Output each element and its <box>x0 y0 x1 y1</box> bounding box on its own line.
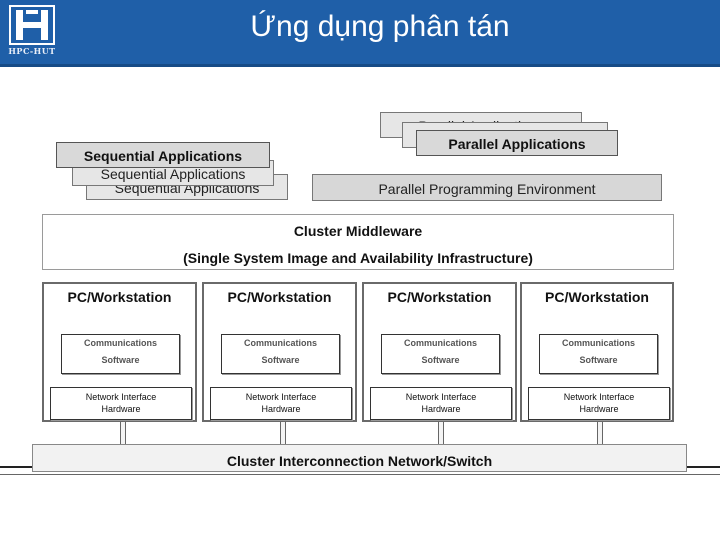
workstation-title: PC/Workstation <box>227 289 332 305</box>
parallel-app-box-1: Parallel Applications <box>416 130 618 156</box>
middleware-title: Cluster Middleware <box>293 223 423 239</box>
parallel-env-box: Parallel Programming Environment <box>312 174 662 201</box>
comm-line2: Software <box>421 355 460 365</box>
connector-1 <box>120 422 126 444</box>
comm-software-box: Communications Software <box>381 334 500 374</box>
nic-line1: Network Interface <box>85 392 157 402</box>
nic-line2: Hardware <box>579 404 619 414</box>
nic-line1: Network Interface <box>405 392 477 402</box>
workstation-title: PC/Workstation <box>387 289 492 305</box>
nic-line1: Network Interface <box>245 392 317 402</box>
nic-hardware-box: Network Interface Hardware <box>50 387 192 420</box>
slide-header: HPC-HUT Ứng dụng phân tán <box>0 0 720 67</box>
comm-software-box: Communications Software <box>539 334 658 374</box>
comm-software-box: Communications Software <box>61 334 180 374</box>
bus-line-left <box>0 466 32 468</box>
connector-2 <box>280 422 286 444</box>
comm-line2: Software <box>261 355 300 365</box>
comm-line2: Software <box>579 355 618 365</box>
workstation-3: PC/Workstation Communications Software N… <box>362 282 517 422</box>
comm-line2: Software <box>101 355 140 365</box>
network-label: Cluster Interconnection Network/Switch <box>226 453 493 469</box>
connector-4 <box>597 422 603 444</box>
connector-3 <box>438 422 444 444</box>
workstation-title: PC/Workstation <box>545 289 649 305</box>
hpc-hut-logo-icon: HPC-HUT <box>6 4 58 60</box>
comm-software-box: Communications Software <box>221 334 340 374</box>
logo-text: HPC-HUT <box>8 46 56 56</box>
nic-line2: Hardware <box>101 404 141 414</box>
nic-hardware-box: Network Interface Hardware <box>528 387 670 420</box>
comm-line1: Communications <box>83 338 157 348</box>
nic-line2: Hardware <box>261 404 301 414</box>
comm-line1: Communications <box>403 338 477 348</box>
parallel-app-label-1: Parallel Applications <box>448 136 586 152</box>
nic-line1: Network Interface <box>563 392 635 402</box>
workstation-4: PC/Workstation Communications Software N… <box>520 282 674 422</box>
middleware-subtitle: (Single System Image and Availability In… <box>183 250 533 266</box>
sequential-app-label-2: Sequential Applications <box>100 166 246 182</box>
comm-line1: Communications <box>561 338 635 348</box>
workstation-2: PC/Workstation Communications Software N… <box>202 282 357 422</box>
header-divider <box>0 64 720 67</box>
slide-title: Ứng dụng phân tán <box>250 10 510 43</box>
nic-line2: Hardware <box>421 404 461 414</box>
bus-line-bottom <box>0 474 720 475</box>
interconnection-network-box: Cluster Interconnection Network/Switch <box>32 444 687 472</box>
sequential-app-label-1: Sequential Applications <box>83 148 243 164</box>
nic-hardware-box: Network Interface Hardware <box>370 387 512 420</box>
logo-mark <box>9 5 55 45</box>
nic-hardware-box: Network Interface Hardware <box>210 387 352 420</box>
comm-line1: Communications <box>243 338 317 348</box>
cluster-middleware-box: Cluster Middleware (Single System Image … <box>42 214 674 270</box>
parallel-env-label: Parallel Programming Environment <box>378 181 596 197</box>
workstation-1: PC/Workstation Communications Software N… <box>42 282 197 422</box>
workstation-title: PC/Workstation <box>67 289 172 305</box>
bus-line-right <box>687 466 720 468</box>
sequential-app-box-1: Sequential Applications <box>56 142 270 168</box>
